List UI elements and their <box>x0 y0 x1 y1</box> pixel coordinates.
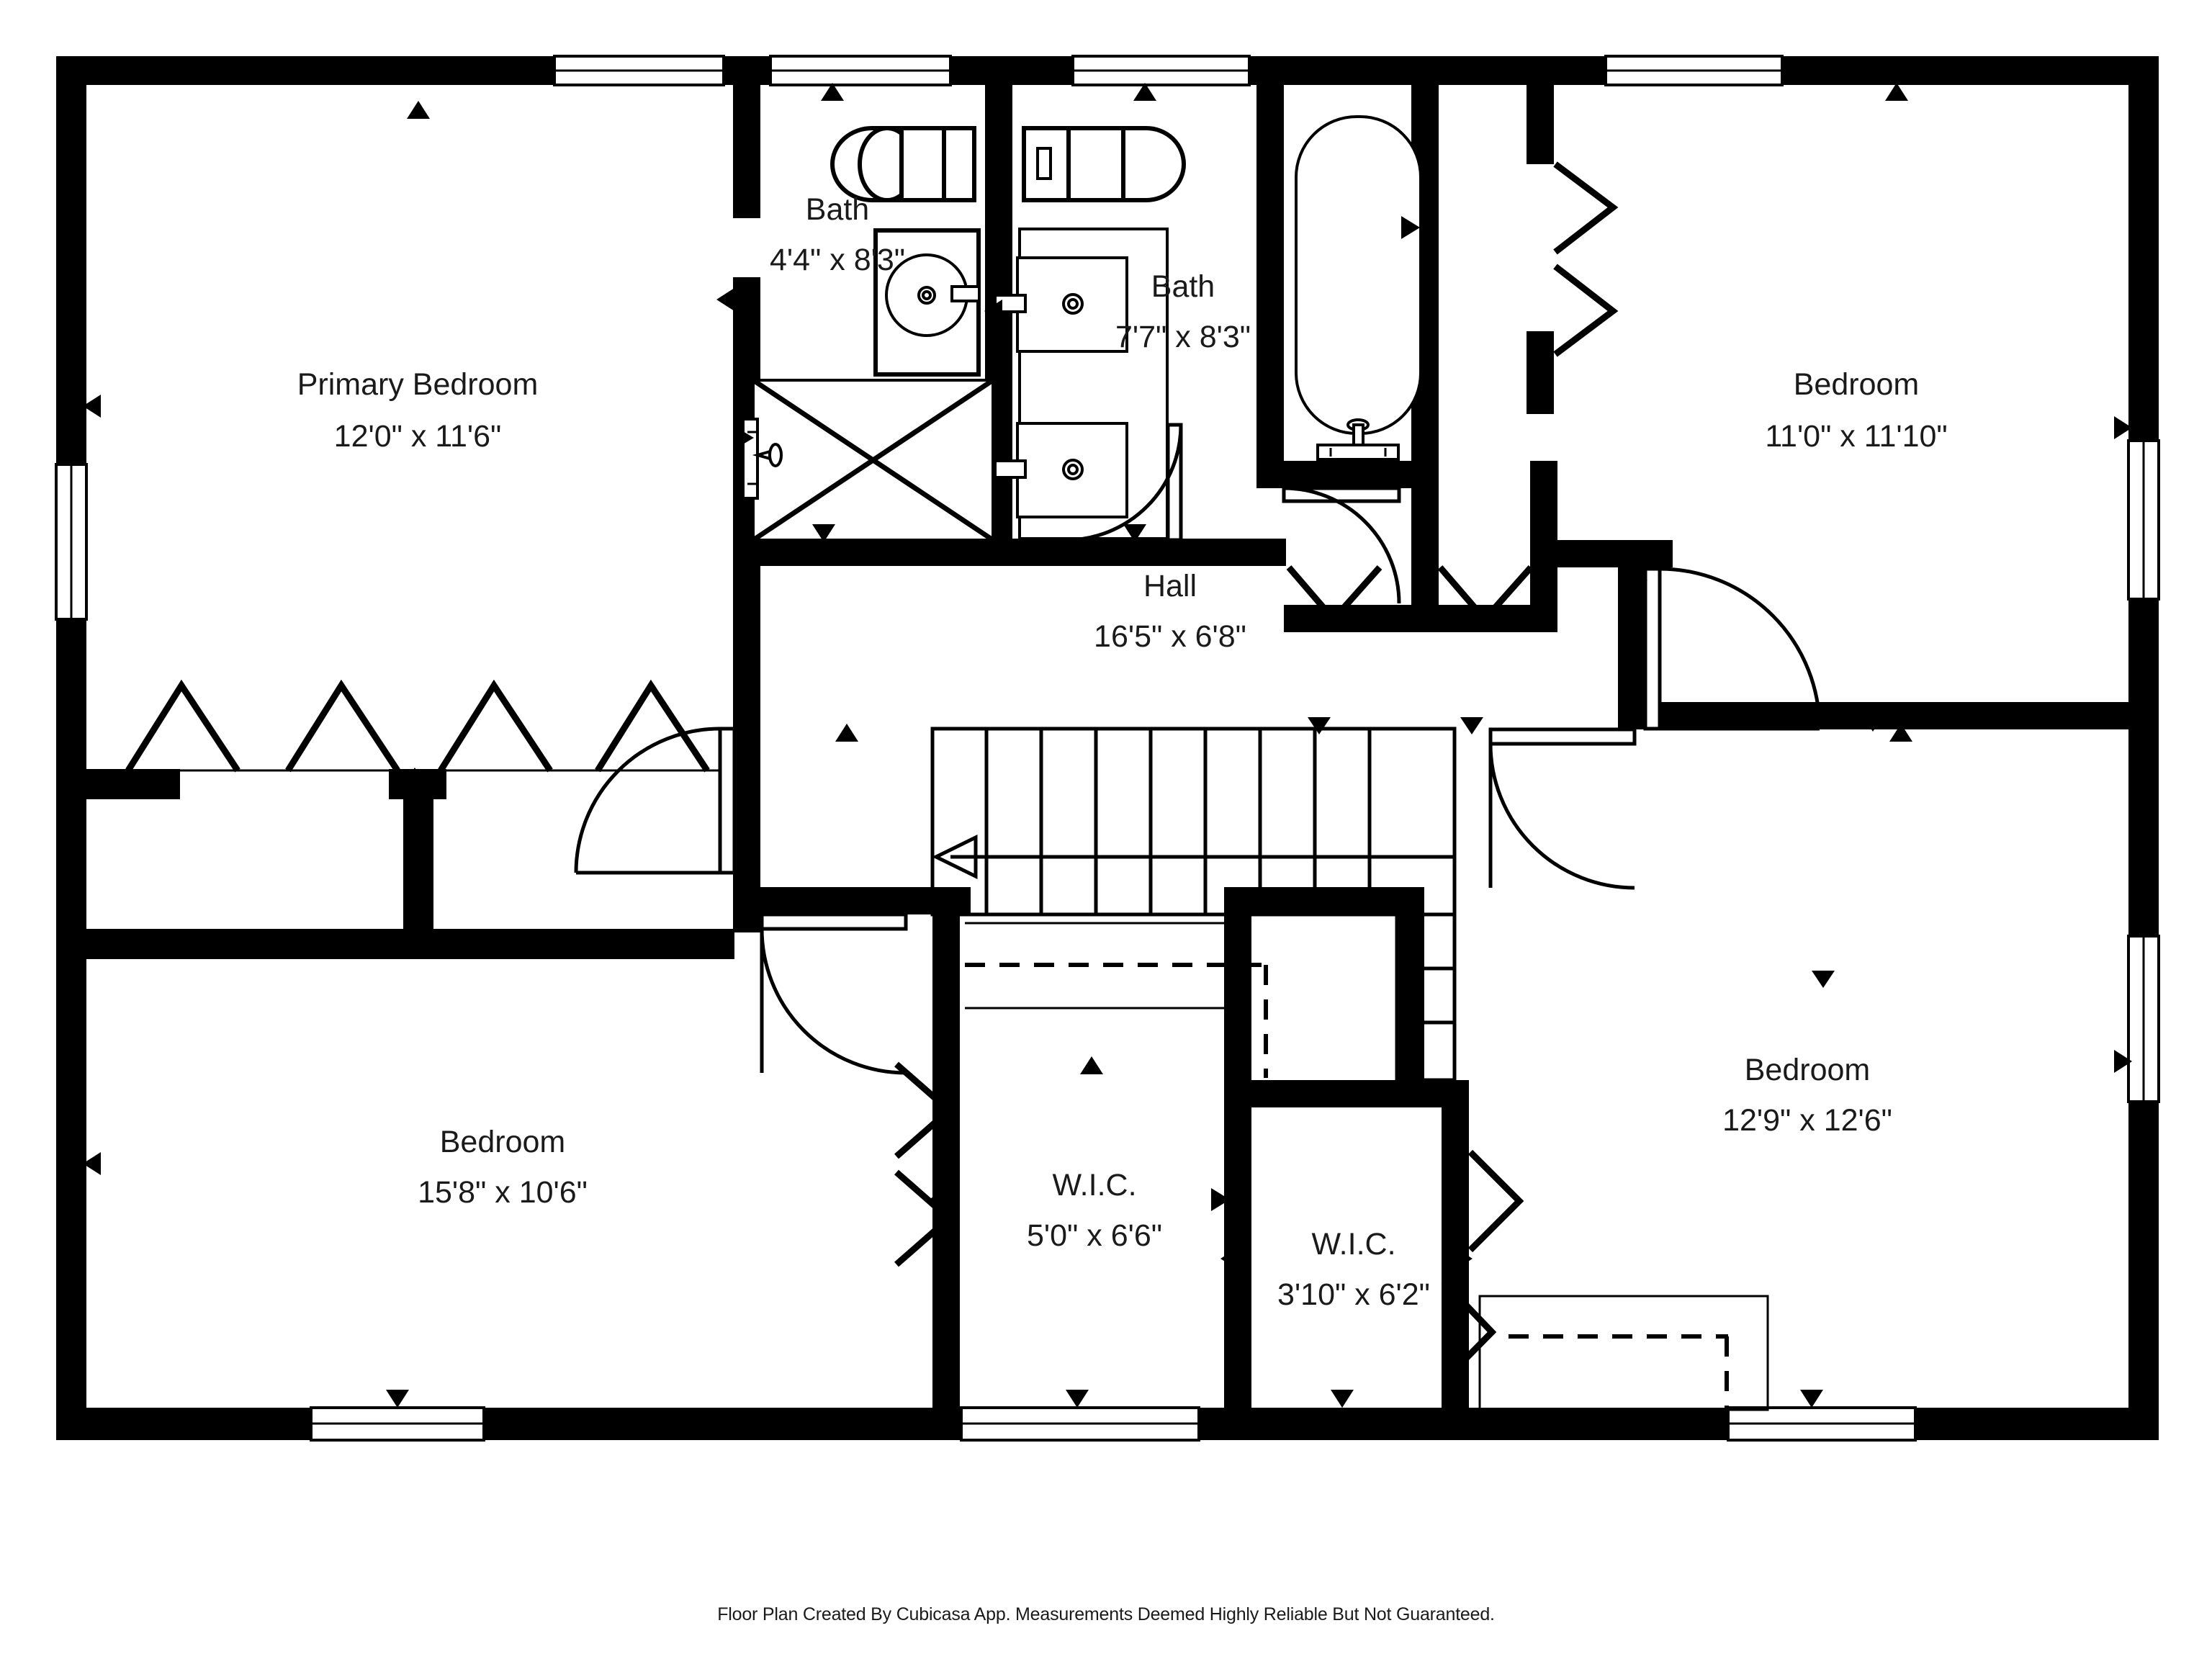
window-bottom-1 <box>310 1406 485 1442</box>
room-dimensions: 16'5" x 6'8" <box>1094 619 1246 654</box>
room-label-bath-small: Bath 4'4" x 8'3" <box>770 192 905 277</box>
room-label-bath-main: Bath 7'7" x 8'3" <box>1115 269 1251 354</box>
bifold-primary-closet[interactable] <box>125 679 710 773</box>
wall-markers <box>83 83 2132 1408</box>
bifold-se-closet[interactable] <box>1441 1279 1497 1384</box>
room-dimensions: 15'8" x 10'6" <box>418 1175 588 1210</box>
dashed-overheads <box>965 922 1769 1411</box>
shower-icon <box>742 378 994 542</box>
door-main-bath[interactable] <box>1065 423 1183 542</box>
toilet-icon-main-bath <box>1022 126 1186 202</box>
room-label-bedroom-sw: Bedroom 15'8" x 10'6" <box>418 1125 588 1210</box>
room-dimensions: 4'4" x 8'3" <box>770 243 905 277</box>
vanity-counter-icon <box>994 228 1169 540</box>
window-right-1 <box>2127 439 2160 601</box>
bathtub-icon <box>1295 115 1422 461</box>
window-top-4 <box>1604 55 1784 86</box>
footer-disclaimer: Floor Plan Created By Cubicasa App. Meas… <box>717 1604 1495 1624</box>
room-name: Bath <box>806 192 869 227</box>
bathroom-fixtures <box>742 115 1422 542</box>
door-bath-closet[interactable] <box>1282 486 1401 604</box>
room-label-wic-large: W.I.C. 5'0" x 6'6" <box>1027 1168 1162 1253</box>
round-sink-icon <box>873 228 981 377</box>
room-name: Bedroom <box>1745 1053 1870 1087</box>
staircase-icon <box>930 727 1457 1082</box>
bifold-hall-closet[interactable] <box>1286 565 1534 624</box>
room-dimensions: 3'10" x 6'2" <box>1277 1277 1430 1312</box>
window-bottom-3 <box>1727 1406 1917 1442</box>
window-right-2 <box>2127 935 2160 1103</box>
room-dimensions: 12'0" x 11'6" <box>334 419 502 454</box>
room-dimensions: 7'7" x 8'3" <box>1115 320 1251 354</box>
room-label-primary-bedroom: Primary Bedroom 12'0" x 11'6" <box>297 367 539 454</box>
room-dimensions: 5'0" x 6'6" <box>1027 1218 1162 1253</box>
thin-partitions <box>115 727 1455 772</box>
window-bottom-2 <box>960 1406 1200 1442</box>
bifold-doors <box>125 161 1619 1384</box>
room-label-hall: Hall 16'5" x 6'8" <box>1094 569 1246 654</box>
window-left-1 <box>55 463 88 621</box>
bifold-ne-closet-upper[interactable] <box>1553 161 1619 357</box>
room-name: Bath <box>1151 269 1215 304</box>
bifold-wic-large[interactable] <box>894 1061 954 1267</box>
room-name: Hall <box>1143 569 1197 603</box>
room-name: W.I.C. <box>1311 1227 1395 1262</box>
window-top-2 <box>769 55 952 86</box>
room-dimensions: 11'0" x 11'10" <box>1765 419 1947 454</box>
room-name: W.I.C. <box>1052 1168 1136 1202</box>
room-label-bedroom-ne: Bedroom 11'0" x 11'10" <box>1765 367 1947 454</box>
toilet-icon-small-bath <box>830 126 976 202</box>
window-top-1 <box>553 55 725 86</box>
doors <box>574 423 1822 1075</box>
room-label-bedroom-se: Bedroom 12'9" x 12'6" <box>1722 1053 1892 1138</box>
room-name: Primary Bedroom <box>297 367 539 402</box>
door-se-bedroom[interactable] <box>1488 727 1637 890</box>
room-label-wic-small: W.I.C. 3'10" x 6'2" <box>1277 1227 1430 1312</box>
door-ne-bedroom[interactable] <box>1643 567 1822 731</box>
window-top-3 <box>1071 55 1251 86</box>
bifold-wic-small[interactable] <box>1467 1149 1524 1253</box>
room-dimensions: 12'9" x 12'6" <box>1722 1103 1892 1138</box>
windows <box>55 55 2160 1442</box>
room-name: Bedroom <box>1794 367 1919 402</box>
door-primary-bedroom[interactable] <box>574 727 737 875</box>
room-labels: Primary Bedroom 12'0" x 11'6" Bath 4'4" … <box>297 192 1948 1312</box>
room-name: Bedroom <box>440 1125 565 1159</box>
door-sw-bedroom[interactable] <box>760 912 908 1075</box>
